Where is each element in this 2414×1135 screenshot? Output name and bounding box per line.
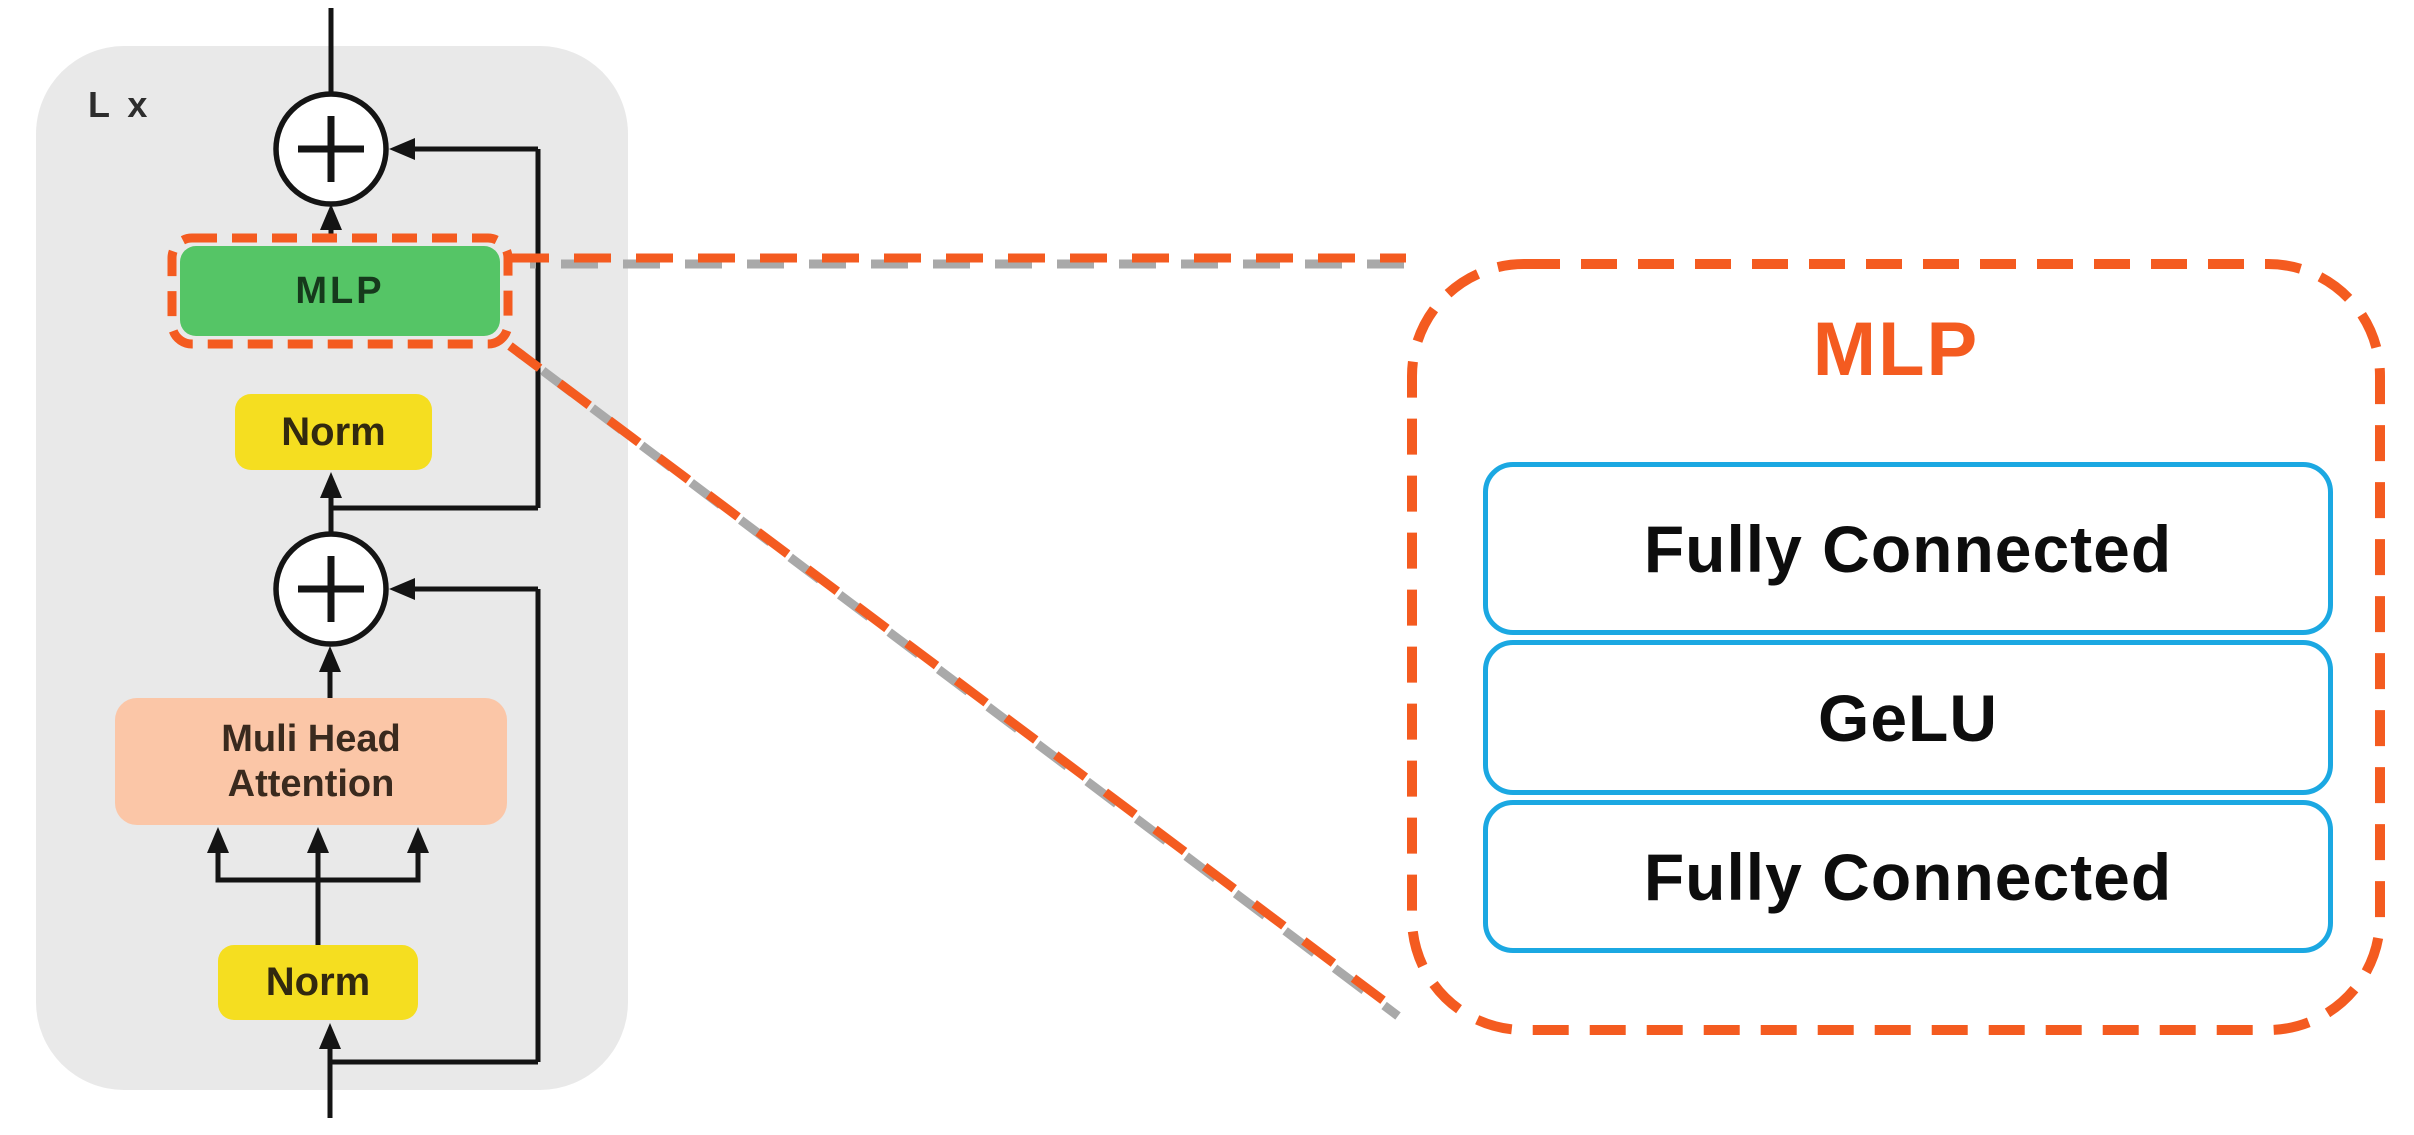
attention-label-line1: Muli Head: [221, 717, 401, 760]
layer-fully-connected-1: Fully Connected: [1483, 462, 2333, 635]
norm-bottom-label: Norm: [265, 960, 371, 1004]
layer-gelu-label: GeLU: [1817, 680, 1999, 755]
mlp-node-label: MLP: [295, 269, 385, 312]
mlp-highlight-outline: [167, 233, 513, 349]
repeat-count-label: L x: [88, 84, 152, 125]
arrow-up-into-top-add-icon: [320, 204, 342, 230]
add-bottom-icon: [273, 531, 389, 647]
layer-fully-connected-2-label: Fully Connected: [1643, 839, 2173, 914]
signal-wires: [215, 8, 541, 1118]
arrowheads: [207, 138, 429, 1049]
arrow-up-into-norm-bottom-icon: [319, 1023, 341, 1049]
arrow-q-into-attention-icon: [207, 827, 229, 853]
arrow-v-into-attention-icon: [407, 827, 429, 853]
add-top-icon: [273, 91, 389, 207]
zoom-panel-title: MLP: [1812, 307, 1980, 392]
norm-top-label: Norm: [281, 409, 386, 454]
layer-fully-connected-1-label: Fully Connected: [1643, 511, 2173, 586]
arrow-left-into-top-add-icon: [389, 138, 415, 160]
multi-head-attention-node: Muli Head Attention: [115, 698, 507, 825]
arrow-k-into-attention-icon: [307, 827, 329, 853]
layer-fully-connected-2: Fully Connected: [1483, 800, 2333, 953]
zoom-panel-outline: [1407, 259, 2385, 1035]
norm-top-node: Norm: [235, 394, 432, 470]
arrow-left-into-bottom-add-icon: [389, 578, 415, 600]
arrow-up-into-bottom-add-icon: [319, 646, 341, 672]
arrow-up-into-norm-top-icon: [320, 472, 342, 498]
attention-label-line2: Attention: [227, 762, 395, 805]
mlp-node: MLP: [180, 246, 500, 336]
layer-gelu: GeLU: [1483, 640, 2333, 795]
norm-bottom-node: Norm: [218, 945, 418, 1020]
zoom-connectors: [507, 253, 1408, 1020]
